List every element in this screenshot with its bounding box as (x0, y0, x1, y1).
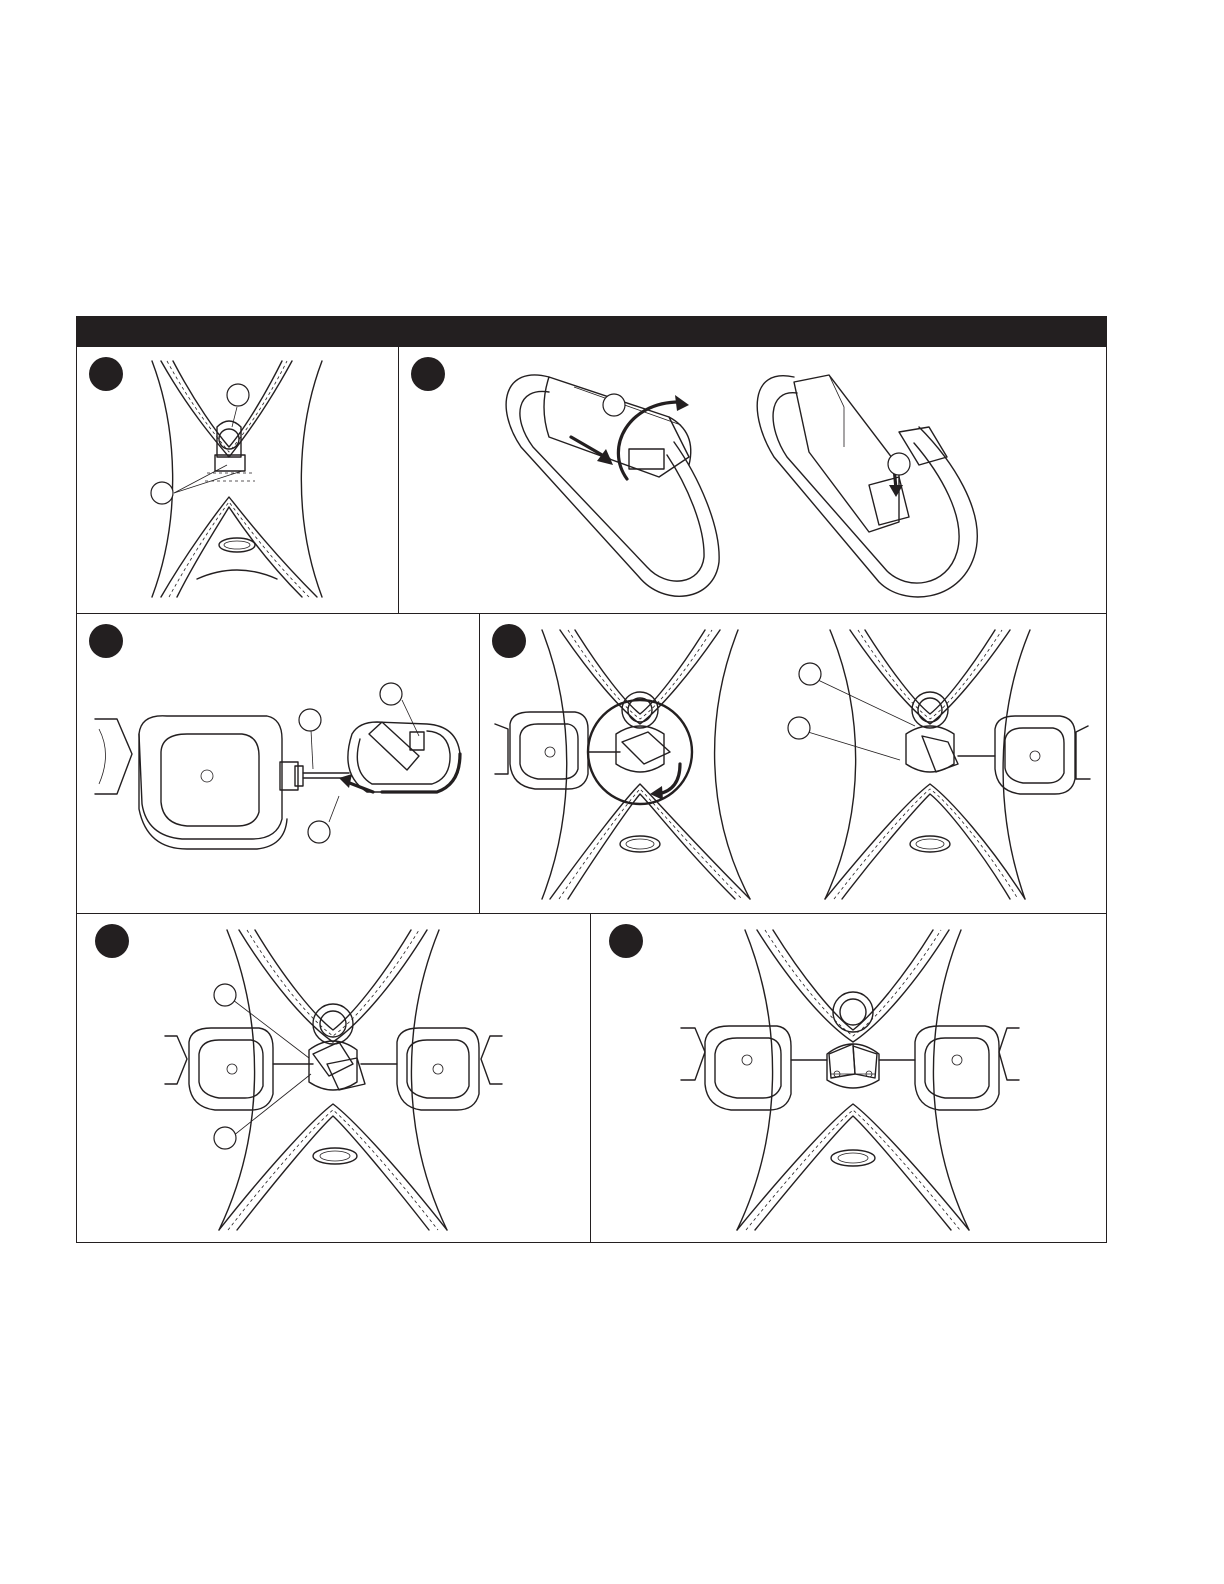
step-6-panel (590, 913, 1107, 1243)
callout-circle (227, 384, 249, 406)
harness-front-illustration (77, 347, 400, 615)
callout-circle (151, 482, 173, 504)
callout-circle (380, 683, 402, 705)
callout-circle (308, 821, 330, 843)
step-1-panel (76, 346, 399, 614)
step-4-panel (479, 613, 1107, 914)
devices-connected-illustration (77, 914, 592, 1244)
final-assembly-illustration (591, 914, 1108, 1244)
callout-circle (888, 453, 910, 475)
step-2-panel (398, 346, 1107, 614)
callout-circle (299, 709, 321, 731)
callout-circle (799, 663, 821, 685)
step-5-panel (76, 913, 591, 1243)
callout-circle (214, 984, 236, 1006)
instruction-header-bar (76, 316, 1107, 347)
carabiner-gate-illustration (399, 347, 1108, 615)
callout-circle (788, 717, 810, 739)
device-connection-illustration (480, 614, 1108, 915)
retractable-device-illustration (77, 614, 481, 915)
callout-circle (603, 394, 625, 416)
callout-circle (214, 1127, 236, 1149)
step-3-panel (76, 613, 480, 914)
